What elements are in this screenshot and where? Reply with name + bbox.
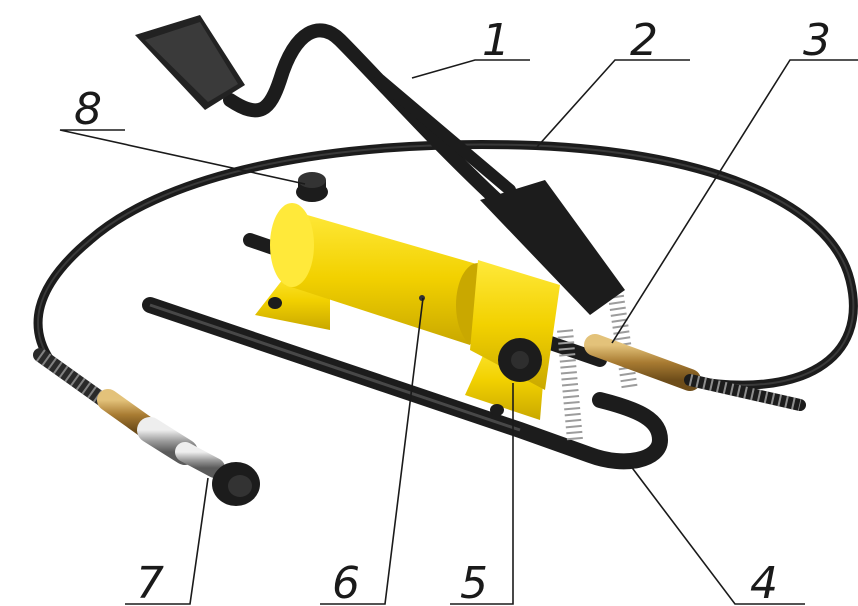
callout-number-6: 6 bbox=[332, 558, 360, 606]
hydraulic-hose bbox=[33, 140, 858, 390]
hose-fitting-right bbox=[584, 334, 806, 411]
oil-filler-cap bbox=[296, 172, 328, 202]
callout-number-8: 8 bbox=[74, 84, 102, 135]
callout-number-7: 7 bbox=[136, 558, 164, 606]
foot-pedal-lever bbox=[135, 15, 625, 315]
quick-coupler bbox=[97, 389, 260, 506]
callout-number-2: 2 bbox=[630, 15, 658, 66]
leader-lines bbox=[59, 59, 858, 605]
return-spring bbox=[557, 288, 638, 441]
callout-number-1: 1 bbox=[482, 15, 510, 66]
release-valve-knob bbox=[498, 338, 542, 382]
callout-number-3: 3 bbox=[803, 15, 831, 66]
callout-number-5: 5 bbox=[460, 558, 488, 606]
callout-number-4: 4 bbox=[750, 558, 778, 606]
